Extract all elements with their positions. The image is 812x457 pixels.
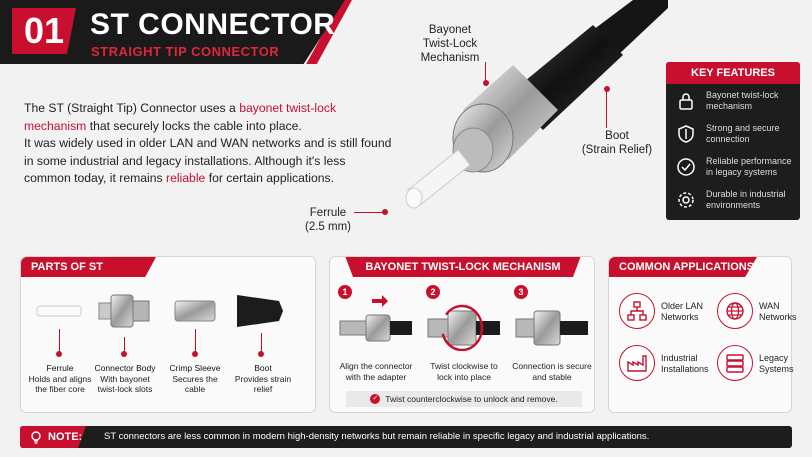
bayonet-callout-line3: Mechanism xyxy=(420,52,480,64)
check-circle-icon: ✓ xyxy=(370,394,381,404)
part-leader-dot xyxy=(121,351,127,357)
boot-leader-dot xyxy=(604,86,610,92)
key-feature-item: Strong and secure connection xyxy=(666,117,800,150)
part-name: Connector Body xyxy=(94,363,156,373)
factory-icon xyxy=(619,345,655,381)
part-desc: Provides strain relief xyxy=(234,373,292,395)
parts-panel: PARTS OF ST CONNECTOR Ferrule Holds and … xyxy=(20,256,316,413)
part-ferrule-label: Ferrule Holds and aligns the fiber core xyxy=(25,363,95,395)
note-text: ST connectors are less common in modern … xyxy=(104,431,650,442)
step-1-text: Align the connector with the adapter xyxy=(339,361,413,382)
part-desc: Secures the cable xyxy=(172,373,218,395)
intro-text-2: It was widely used in older LAN and WAN … xyxy=(24,136,392,185)
mechanism-panel: BAYONET TWIST-LOCK MECHANISM 1 2 3 Align… xyxy=(329,256,595,413)
step-align-image xyxy=(339,295,412,342)
part-leader-dot xyxy=(192,351,198,357)
intro-highlight-reliable: reliable xyxy=(166,171,206,185)
boot-callout: Boot (Strain Relief) xyxy=(572,129,662,157)
boot-leader-line xyxy=(606,90,607,128)
step-secure-image xyxy=(515,310,588,346)
ferrule-callout-line1: Ferrule xyxy=(309,207,347,219)
step-3-text: Connection is secure and stable xyxy=(512,361,592,382)
ferrule-callout-line2: (2.5 mm) xyxy=(305,221,351,233)
part-name: Ferrule xyxy=(46,363,74,373)
part-name: Boot xyxy=(254,363,272,373)
key-feature-text: Strong and secure connection xyxy=(706,122,780,144)
gear-icon xyxy=(678,191,694,208)
key-feature-text: Reliable performance in legacy systems xyxy=(706,155,792,177)
intro-text-1b: that securely locks the cable into place… xyxy=(86,118,302,133)
app-label: Older LAN Networks xyxy=(661,301,704,322)
connector-body-part-image xyxy=(98,294,150,328)
boot-part-image xyxy=(237,295,283,327)
lightbulb-icon xyxy=(28,429,44,445)
part-boot-label: Boot Provides strain relief xyxy=(233,363,293,395)
step-number: 3 xyxy=(514,285,528,299)
ferrule-part-image xyxy=(36,305,82,317)
part-leader-line xyxy=(124,337,125,353)
section-number: 01 xyxy=(12,8,76,54)
intro-text-1a: The ST (Straight Tip) Connector uses a xyxy=(24,101,240,115)
note-bar xyxy=(20,426,792,448)
intro-text: The ST (Straight Tip) Connector uses a b… xyxy=(24,100,394,188)
applications-panel-title: COMMON APPLICATIONS xyxy=(609,257,757,277)
applications-panel: COMMON APPLICATIONS Older LAN Networks W… xyxy=(608,256,797,413)
mechanism-panel-title: BAYONET TWIST-LOCK MECHANISM xyxy=(345,257,581,277)
key-feature-item: Bayonet twist-lock mechanism xyxy=(666,84,800,117)
key-feature-item: Reliable performance in legacy systems xyxy=(666,150,800,183)
parts-panel-title: PARTS OF ST CONNECTOR xyxy=(21,257,156,277)
key-feature-text: Bayonet twist-lock mechanism xyxy=(706,89,779,111)
key-feature-item: Durable in industrial environments xyxy=(666,183,800,216)
bayonet-callout-line2: Twist-Lock xyxy=(422,38,478,50)
check-circle-icon xyxy=(677,157,695,176)
bayonet-leader-dot xyxy=(483,80,489,86)
ferrule-leader-line xyxy=(354,212,384,213)
page-subtitle: STRAIGHT TIP CONNECTOR xyxy=(91,44,280,59)
boot-callout-line1: Boot xyxy=(605,130,629,142)
step-number: 1 xyxy=(338,285,352,299)
part-crimp-sleeve-label: Crimp Sleeve Secures the cable xyxy=(165,363,225,395)
intro-text-2b: for certain applications. xyxy=(205,171,335,185)
part-desc: With bayonet twist-lock slots xyxy=(97,373,153,395)
part-leader-line xyxy=(261,333,262,353)
part-name: Crimp Sleeve xyxy=(169,363,221,373)
mechanism-footer-text: Twist counterclockwise to unlock and rem… xyxy=(385,394,558,404)
step-number: 2 xyxy=(426,285,440,299)
app-label: Industrial Installations xyxy=(661,353,709,374)
shield-icon xyxy=(678,124,694,143)
step-2-text: Twist clockwise to lock into place xyxy=(430,361,498,382)
lock-icon xyxy=(679,92,693,110)
ferrule-leader-dot xyxy=(382,209,388,215)
ferrule-callout: Ferrule (2.5 mm) xyxy=(300,206,356,234)
part-leader-line xyxy=(195,329,196,353)
note-label-text: NOTE: xyxy=(48,431,83,443)
key-features-title: KEY FEATURES xyxy=(666,62,800,84)
page-title: ST CONNECTOR xyxy=(90,8,336,41)
key-features-panel: KEY FEATURES Bayonet twist-lock mechanis… xyxy=(666,62,800,220)
bayonet-callout: Bayonet Twist-Lock Mechanism xyxy=(410,23,490,65)
boot-callout-line2: (Strain Relief) xyxy=(581,144,653,156)
part-leader-dot xyxy=(258,351,264,357)
part-leader-line xyxy=(59,329,60,353)
network-icon xyxy=(619,293,655,329)
app-label: WAN Networks xyxy=(759,301,797,322)
part-desc: Holds and aligns the fiber core xyxy=(28,373,92,395)
key-feature-text: Durable in industrial environments xyxy=(706,188,786,210)
part-connector-body-label: Connector Body With bayonet twist-lock s… xyxy=(93,363,157,395)
st-connector-illustration xyxy=(378,0,668,230)
server-icon xyxy=(717,345,753,381)
globe-icon xyxy=(717,293,753,329)
intro-highlight-bayonet: bayonet twist-lock mechanism xyxy=(24,101,337,133)
bayonet-callout-line1: Bayonet xyxy=(428,24,472,36)
part-leader-dot xyxy=(56,351,62,357)
mechanism-footer: ✓ Twist counterclockwise to unlock and r… xyxy=(346,391,582,407)
crimp-sleeve-part-image xyxy=(174,300,216,322)
bayonet-leader-line xyxy=(485,62,486,82)
step-twist-image xyxy=(427,304,500,351)
app-label: Legacy Systems xyxy=(759,353,794,374)
